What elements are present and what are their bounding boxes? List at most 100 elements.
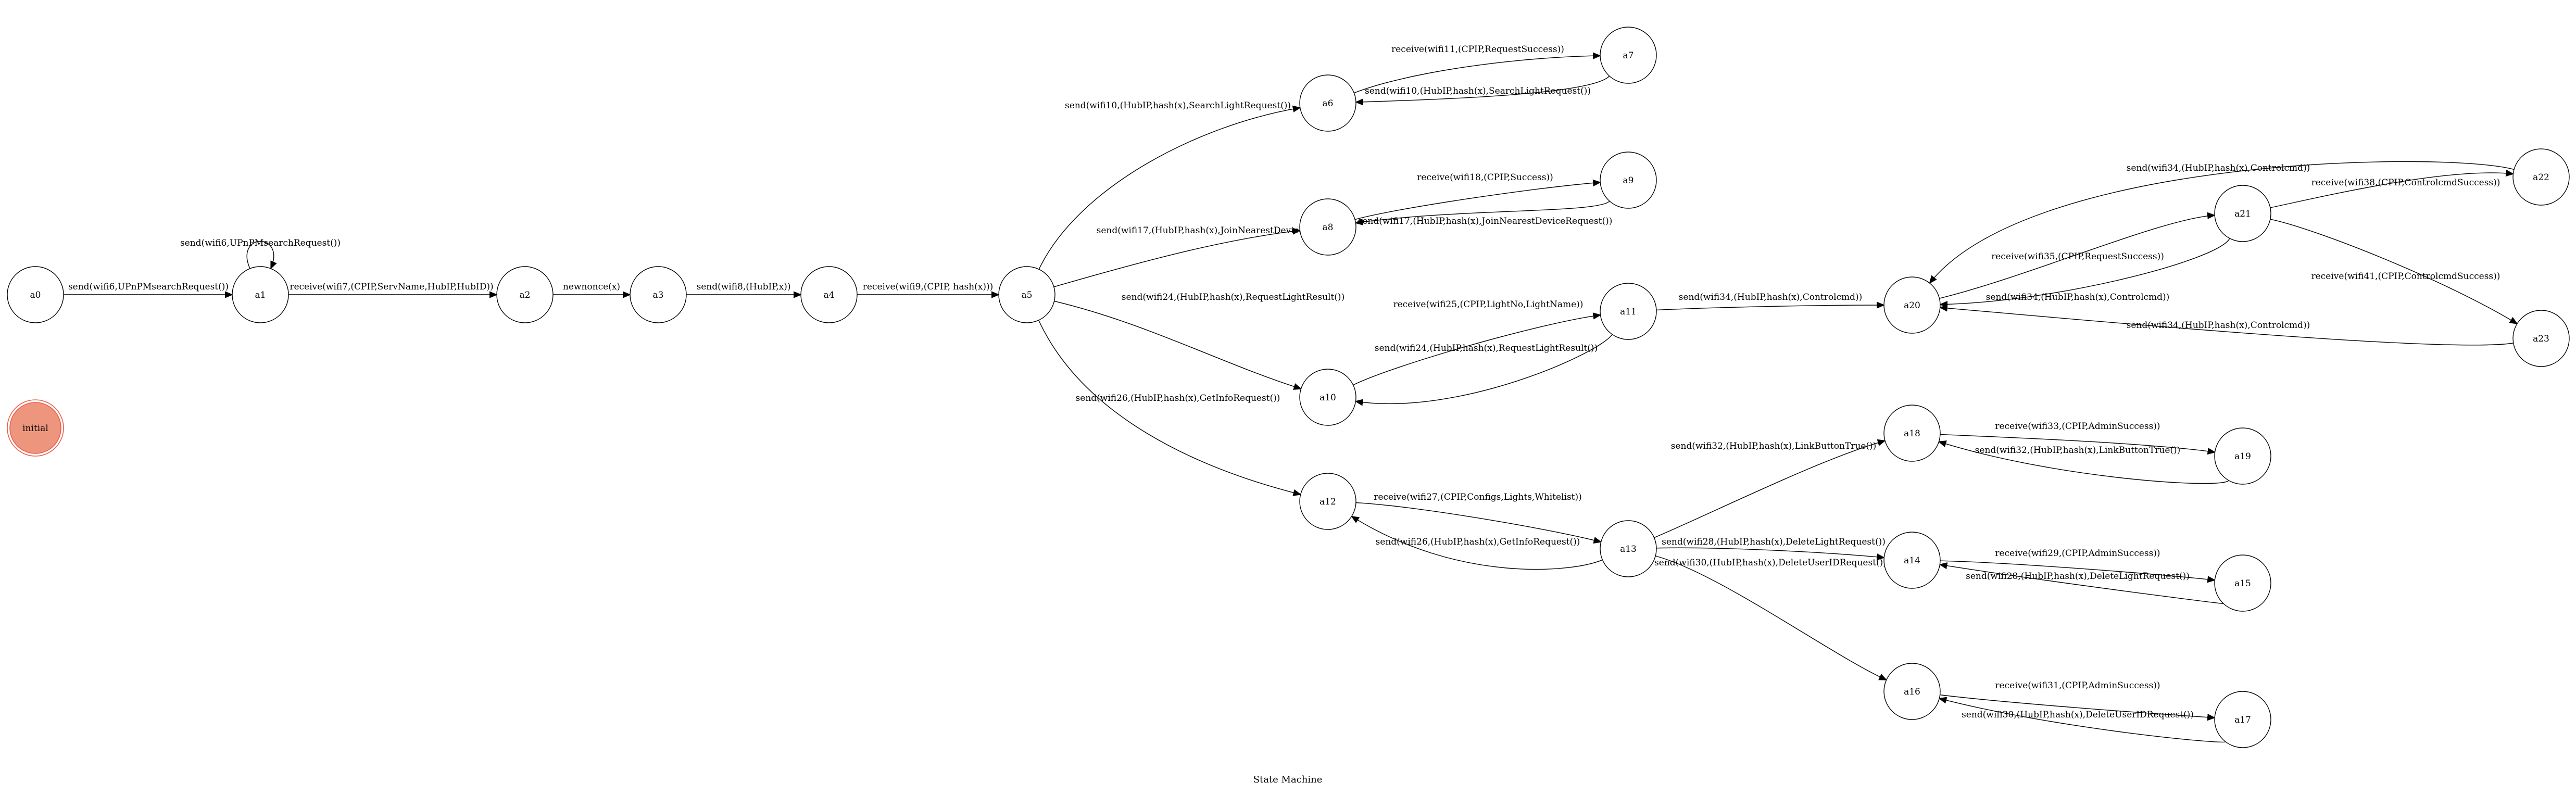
edge-a5-a8: send(wifi17,(HubIP,hash(x),JoinNearestDe… bbox=[1053, 225, 1351, 287]
edge-a11-a10: send(wifi24,(HubIP,hash(x),RequestLightR… bbox=[1355, 334, 1613, 403]
edge-arrow bbox=[1355, 502, 1601, 542]
edge-a20-a21: receive(wifi35,(CPIP,RequestSuccess)) bbox=[1939, 215, 2215, 299]
edge-label: send(wifi17,(HubIP,hash(x),JoinNearestDe… bbox=[1097, 225, 1351, 236]
nodes-layer: a0 a1 a2 a3 a4 a5 a6 a7 a8 a9 a10 a11 a12 a13 a14 a15 a1… bbox=[7, 27, 2570, 748]
edge-a19-a18: send(wifi32,(HubIP,hash(x),LinkButtonTru… bbox=[1939, 441, 2229, 484]
state-node-a14[interactable]: a14 bbox=[1883, 532, 1941, 589]
state-node-a15[interactable]: a15 bbox=[2214, 554, 2271, 612]
state-label: a22 bbox=[2533, 172, 2549, 183]
state-node-a23[interactable]: a23 bbox=[2512, 310, 2570, 367]
state-node-a1[interactable]: a1 bbox=[232, 266, 289, 323]
edge-arrow bbox=[1940, 564, 2224, 604]
state-label: a0 bbox=[30, 290, 41, 300]
state-node-a8[interactable]: a8 bbox=[1299, 198, 1356, 256]
edge-arrow bbox=[1038, 108, 1300, 270]
state-node-a17[interactable]: a17 bbox=[2214, 691, 2271, 748]
edge-a22-a20: send(wifi34,(HubIP,hash(x),Controlcmd)) bbox=[1930, 161, 2515, 283]
edge-label: receive(wifi7,(CPIP,ServName,HubIP,HubID… bbox=[290, 282, 493, 292]
state-label: a14 bbox=[1904, 556, 1920, 566]
state-label: a17 bbox=[2234, 715, 2251, 725]
edge-a6-a7: receive(wifi11,(CPIP,RequestSuccess)) bbox=[1354, 44, 1600, 94]
edge-arrow bbox=[1053, 230, 1300, 287]
edge-a3-a4: send(wifi8,(HubIP,x)) bbox=[686, 282, 801, 295]
edges-layer: send(wifi6,UPnPMsearchRequest()) send(wif… bbox=[63, 44, 2517, 743]
edge-a11-a20: send(wifi34,(HubIP,hash(x),Controlcmd)) bbox=[1656, 292, 1884, 311]
edge-a1-a1: send(wifi6,UPnPMsearchRequest()) bbox=[180, 238, 341, 269]
edge-a9-a8: send(wifi17,(HubIP,hash(x),JoinNearestDe… bbox=[1355, 200, 1613, 226]
state-node-a12[interactable]: a12 bbox=[1299, 473, 1356, 530]
edge-arrow bbox=[1354, 182, 1600, 220]
state-circle bbox=[1883, 663, 1941, 720]
state-node-a0[interactable]: a0 bbox=[7, 266, 64, 323]
edge-label: send(wifi32,(HubIP,hash(x),LinkButtonTru… bbox=[1975, 445, 2181, 456]
state-node-a5[interactable]: a5 bbox=[998, 266, 1055, 323]
state-node-a16[interactable]: a16 bbox=[1883, 663, 1941, 720]
edge-label: receive(wifi9,(CPIP, hash(x))) bbox=[863, 282, 994, 292]
state-node-a11[interactable]: a11 bbox=[1600, 283, 1657, 340]
edge-a5-a6: send(wifi10,(HubIP,hash(x),SearchLightRe… bbox=[1038, 100, 1300, 270]
state-label: a3 bbox=[653, 290, 664, 300]
edge-label: send(wifi8,(HubIP,x)) bbox=[696, 282, 790, 292]
diagram-title: State Machine bbox=[1253, 774, 1323, 785]
state-label: a23 bbox=[2533, 334, 2549, 344]
state-circle bbox=[232, 266, 289, 323]
edge-a17-a16: send(wifi30,(HubIP,hash(x),DeleteUserIDR… bbox=[1939, 699, 2226, 743]
edge-arrow bbox=[1353, 315, 1601, 386]
edge-a8-a9: receive(wifi18,(CPIP,Success)) bbox=[1354, 172, 1600, 220]
state-circle bbox=[998, 266, 1055, 323]
state-label: a13 bbox=[1620, 544, 1637, 554]
edge-label: send(wifi10,(HubIP,hash(x),SearchLightRe… bbox=[1365, 86, 1591, 96]
edge-label: receive(wifi11,(CPIP,RequestSuccess)) bbox=[1391, 44, 1564, 55]
state-circle bbox=[7, 266, 64, 323]
state-node-a7[interactable]: a7 bbox=[1600, 27, 1657, 84]
state-node-a2[interactable]: a2 bbox=[496, 266, 554, 323]
edge-arrow bbox=[1940, 308, 2514, 346]
state-circle bbox=[1299, 74, 1356, 132]
state-circle bbox=[2214, 427, 2271, 485]
state-node-a4[interactable]: a4 bbox=[800, 266, 858, 323]
state-node-a9[interactable]: a9 bbox=[1600, 152, 1657, 209]
edge-label: send(wifi17,(HubIP,hash(x),JoinNearestDe… bbox=[1358, 216, 1613, 226]
state-label: a15 bbox=[2234, 578, 2251, 589]
state-node-a18[interactable]: a18 bbox=[1883, 405, 1941, 462]
state-node-a22[interactable]: a22 bbox=[2512, 148, 2570, 206]
edge-arrow bbox=[1939, 699, 2226, 743]
edge-a21-a20: send(wifi34,(HubIP,hash(x),Controlcmd)) bbox=[1940, 238, 2230, 305]
edge-label: receive(wifi29,(CPIP,AdminSuccess)) bbox=[1995, 548, 2160, 559]
edge-label: receive(wifi38,(CPIP,ControlcmdSuccess)) bbox=[2311, 178, 2500, 188]
state-label: a7 bbox=[1623, 51, 1634, 61]
edge-arrow bbox=[2270, 219, 2517, 324]
state-node-a6[interactable]: a6 bbox=[1299, 74, 1356, 132]
edge-label: send(wifi28,(HubIP,hash(x),DeleteLightRe… bbox=[1966, 571, 2190, 582]
edge-label: send(wifi30,(HubIP,hash(x),DeleteUserIDR… bbox=[1962, 710, 2194, 720]
edge-label: send(wifi10,(HubIP,hash(x),SearchLightRe… bbox=[1065, 100, 1291, 111]
state-node-initial[interactable]: initial bbox=[7, 399, 64, 457]
edge-a7-a6: send(wifi10,(HubIP,hash(x),SearchLightRe… bbox=[1356, 75, 1610, 102]
edge-label: send(wifi28,(HubIP,hash(x),DeleteLightRe… bbox=[1662, 537, 1886, 547]
state-label: a16 bbox=[1904, 687, 1920, 697]
edge-label: newnonce(x) bbox=[563, 282, 620, 292]
edge-a10-a11: receive(wifi25,(CPIP,LightNo,LightName)) bbox=[1353, 299, 1601, 386]
state-node-a20[interactable]: a20 bbox=[1883, 276, 1941, 334]
edge-a2-a3: newnonce(x) bbox=[552, 282, 630, 295]
state-node-a21[interactable]: a21 bbox=[2214, 185, 2271, 242]
state-circle bbox=[2214, 554, 2271, 612]
state-circle bbox=[1883, 405, 1941, 462]
edge-label: send(wifi34,(HubIP,hash(x),Controlcmd)) bbox=[2127, 163, 2310, 173]
state-node-a3[interactable]: a3 bbox=[630, 266, 687, 323]
edge-arrow bbox=[1656, 305, 1884, 311]
edge-a13-a14: send(wifi28,(HubIP,hash(x),DeleteLightRe… bbox=[1656, 537, 1886, 558]
edge-arrow bbox=[1356, 75, 1610, 102]
edge-label: receive(wifi18,(CPIP,Success)) bbox=[1417, 172, 1553, 183]
state-node-a10[interactable]: a10 bbox=[1299, 369, 1356, 426]
state-circle bbox=[630, 266, 687, 323]
state-circle bbox=[1600, 520, 1657, 577]
edge-arrow bbox=[2270, 173, 2513, 208]
state-node-a13[interactable]: a13 bbox=[1600, 520, 1657, 577]
state-circle bbox=[496, 266, 554, 323]
edge-a13-a16: send(wifi30,(HubIP,hash(x),DeleteUserIDR… bbox=[1654, 556, 1887, 680]
state-node-a19[interactable]: a19 bbox=[2214, 427, 2271, 485]
edge-a18-a19: receive(wifi33,(CPIP,AdminSuccess)) bbox=[1940, 421, 2215, 452]
state-label: a6 bbox=[1323, 98, 1334, 109]
edge-label: send(wifi26,(HubIP,hash(x),GetInfoReques… bbox=[1076, 393, 1280, 403]
